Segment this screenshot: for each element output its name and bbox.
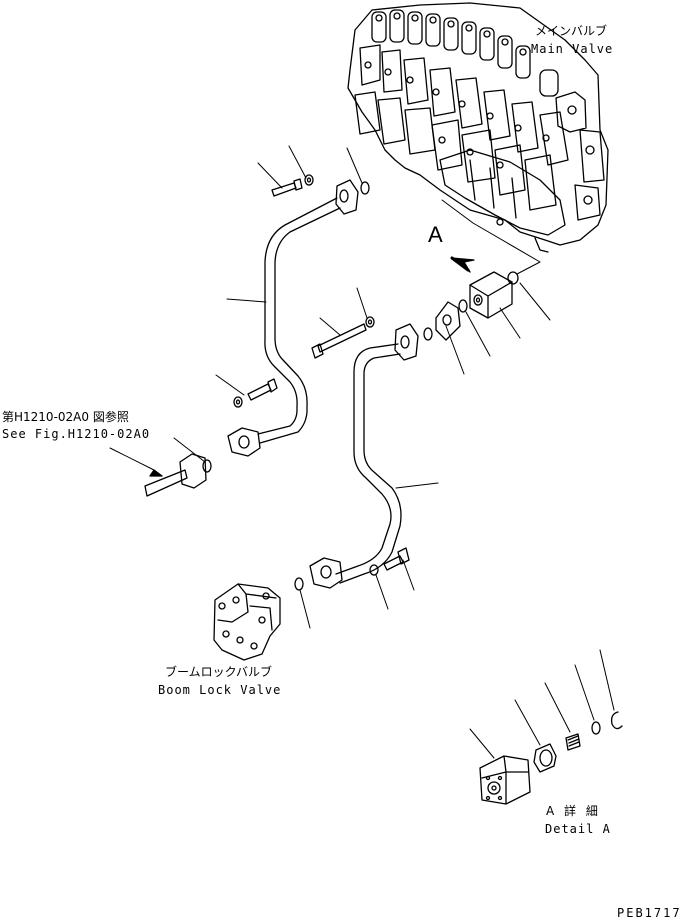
- lower-pipe: [295, 272, 518, 590]
- detail-a-label-en: Detail A: [545, 822, 611, 836]
- boom-lock-label-en: Boom Lock Valve: [158, 683, 282, 697]
- reference-label-jp: 第H1210-02A0 図参照: [2, 410, 129, 424]
- boom-lock-label-jp: ブームロックバルブ: [165, 665, 273, 679]
- view-marker-a: A: [428, 222, 443, 247]
- main-valve-label-jp: メインバルブ: [535, 24, 608, 38]
- detail-a-label-jp: A 詳 細: [546, 804, 601, 818]
- boom-lock-valve: [214, 584, 280, 660]
- reference-label-en: See Fig.H1210-02A0: [2, 427, 151, 441]
- leader-lines: [110, 146, 614, 758]
- detail-a-parts: [480, 712, 622, 804]
- main-valve: [348, 3, 608, 252]
- upper-pipe: [145, 175, 369, 496]
- drawing-code: PEB1717: [617, 906, 682, 920]
- arrowheads: [150, 258, 474, 476]
- main-valve-label-en: Main Valve: [531, 42, 614, 56]
